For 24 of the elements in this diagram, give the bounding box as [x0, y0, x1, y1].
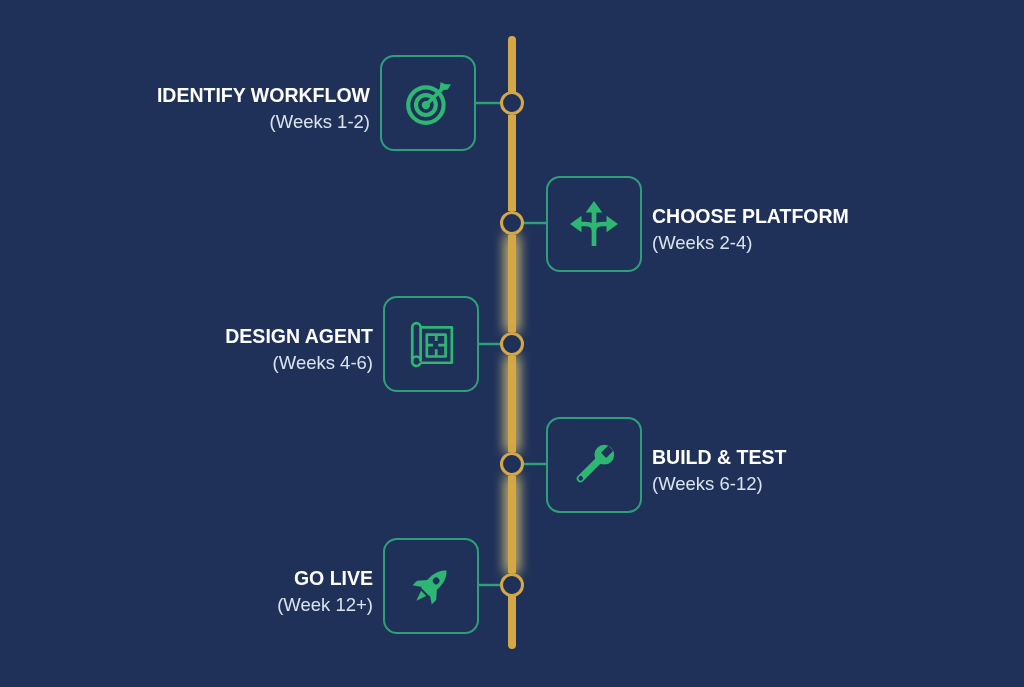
connector-line	[479, 342, 500, 346]
connector-line	[476, 101, 500, 105]
step-title: DESIGN AGENT	[225, 324, 373, 349]
timeline-line	[508, 356, 516, 452]
step-title: GO LIVE	[293, 566, 373, 591]
timeline-line	[508, 235, 516, 332]
step-title: IDENTIFY WORKFLOW	[156, 83, 370, 108]
timeline-dot	[500, 332, 524, 356]
step-duration: (Weeks 4-6)	[272, 351, 373, 375]
step-title: CHOOSE PLATFORM	[652, 204, 849, 229]
timeline-dot	[500, 573, 524, 597]
step-duration: (Weeks 2-4)	[652, 231, 753, 255]
step-duration: (Week 12+)	[277, 593, 373, 617]
timeline-line	[508, 476, 516, 573]
timeline-dot	[500, 452, 524, 476]
timeline-dot	[500, 91, 524, 115]
connector-line	[479, 583, 500, 587]
step-duration: (Weeks 6-12)	[652, 472, 763, 496]
step-title: BUILD & TEST	[652, 445, 787, 470]
timeline-dot	[500, 211, 524, 235]
connector-line	[524, 462, 546, 466]
step-duration: (Weeks 1-2)	[269, 110, 370, 134]
connector-line	[524, 221, 546, 225]
timeline-line	[508, 115, 516, 211]
